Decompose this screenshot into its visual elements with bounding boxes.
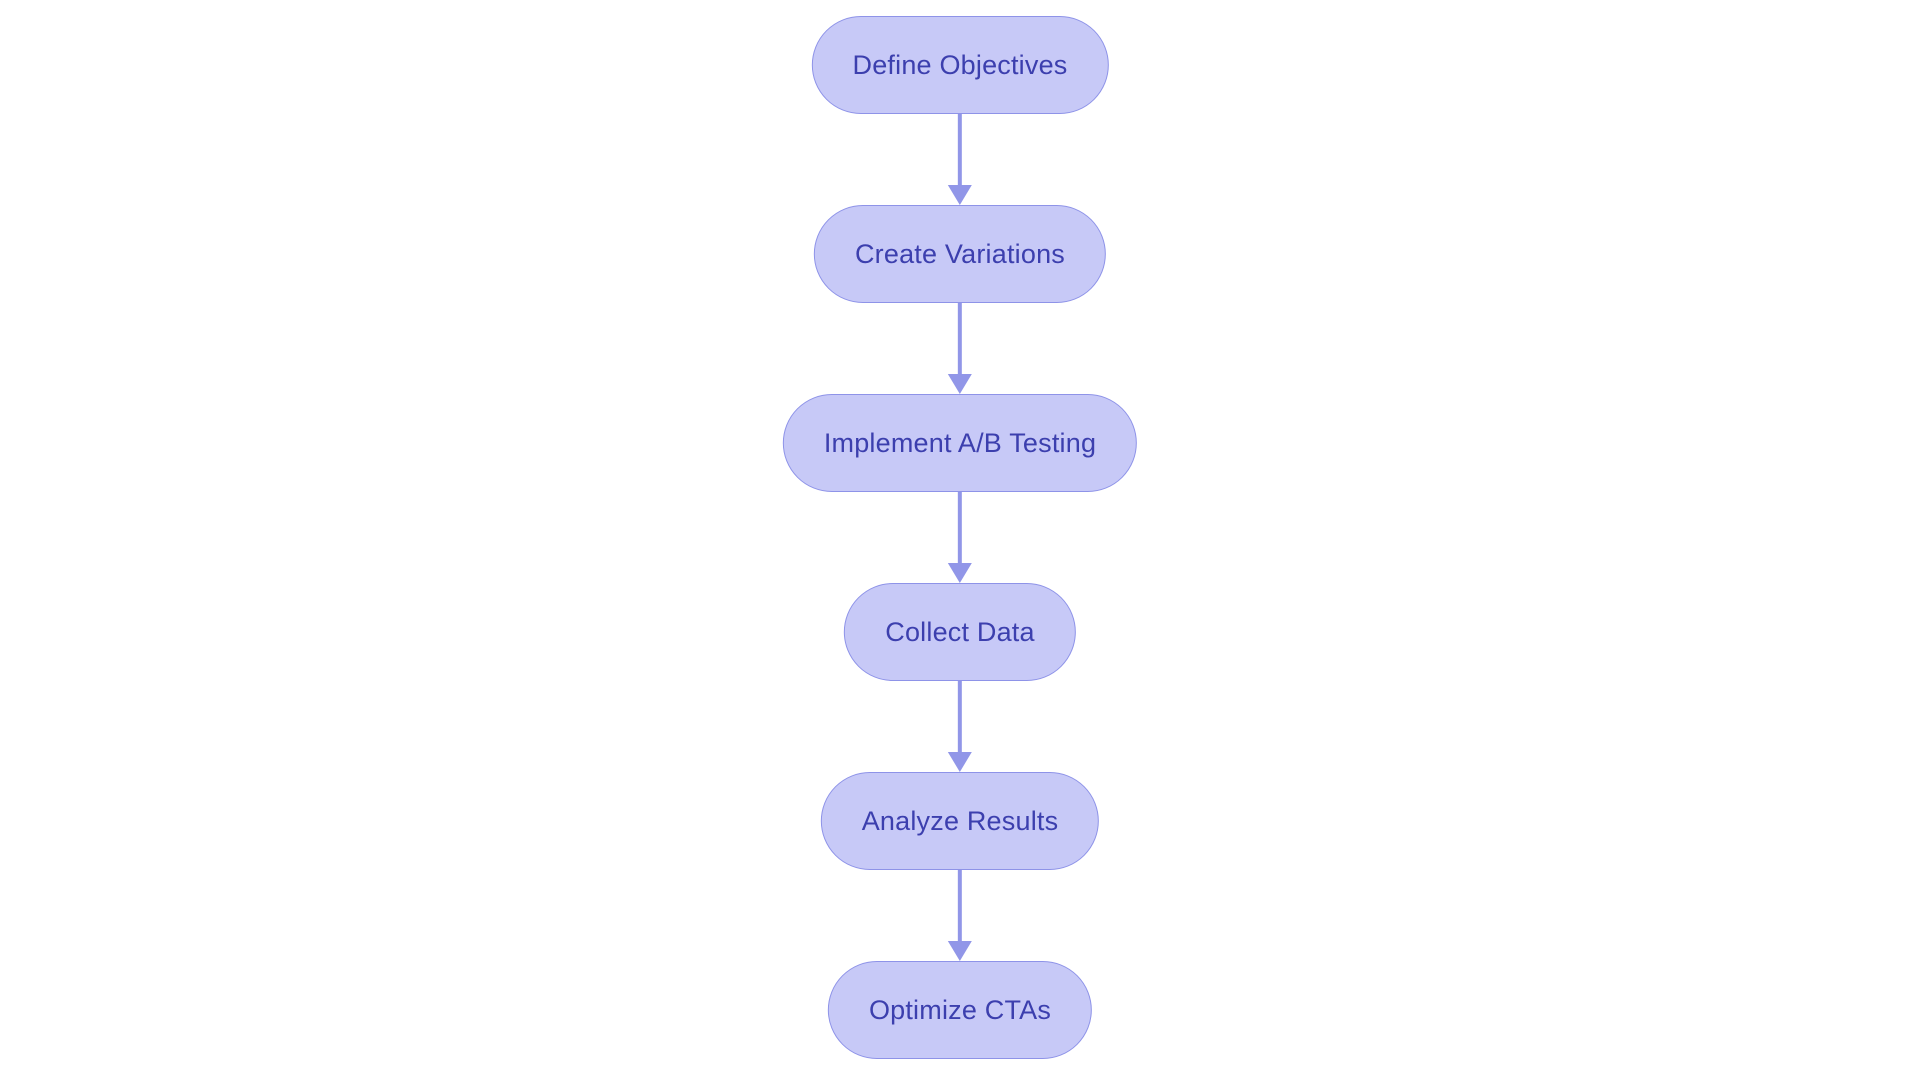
flow-node-analyze-results: Analyze Results xyxy=(820,772,1100,870)
edge-line xyxy=(958,114,962,185)
edge-line xyxy=(958,870,962,941)
node-label: Optimize CTAs xyxy=(868,994,1052,1025)
edge-line xyxy=(958,492,962,563)
edge-analyze-results-to-optimize-ctas xyxy=(948,870,972,961)
edge-create-variations-to-implement-ab-testing xyxy=(948,303,972,394)
arrowhead-down-icon xyxy=(948,941,972,961)
arrowhead-down-icon xyxy=(948,563,972,583)
node-label: Define Objectives xyxy=(852,49,1068,80)
flow-node-implement-ab-testing: Implement A/B Testing xyxy=(782,394,1138,492)
edge-line xyxy=(958,303,962,374)
edge-define-objectives-to-create-variations xyxy=(948,114,972,205)
node-label: Analyze Results xyxy=(861,805,1059,836)
edge-line xyxy=(958,681,962,752)
edge-collect-data-to-analyze-results xyxy=(948,681,972,772)
flow-node-optimize-ctas: Optimize CTAs xyxy=(827,961,1093,1059)
flow-node-create-variations: Create Variations xyxy=(813,205,1106,303)
node-label: Create Variations xyxy=(854,238,1065,269)
arrowhead-down-icon xyxy=(948,185,972,205)
flow-node-define-objectives: Define Objectives xyxy=(811,16,1109,114)
node-label: Implement A/B Testing xyxy=(823,427,1097,458)
node-label: Collect Data xyxy=(885,616,1035,647)
arrowhead-down-icon xyxy=(948,374,972,394)
flow-node-collect-data: Collect Data xyxy=(844,583,1076,681)
flowchart: Define Objectives Create Variations Impl… xyxy=(782,16,1138,1059)
edge-implement-ab-testing-to-collect-data xyxy=(948,492,972,583)
arrowhead-down-icon xyxy=(948,752,972,772)
